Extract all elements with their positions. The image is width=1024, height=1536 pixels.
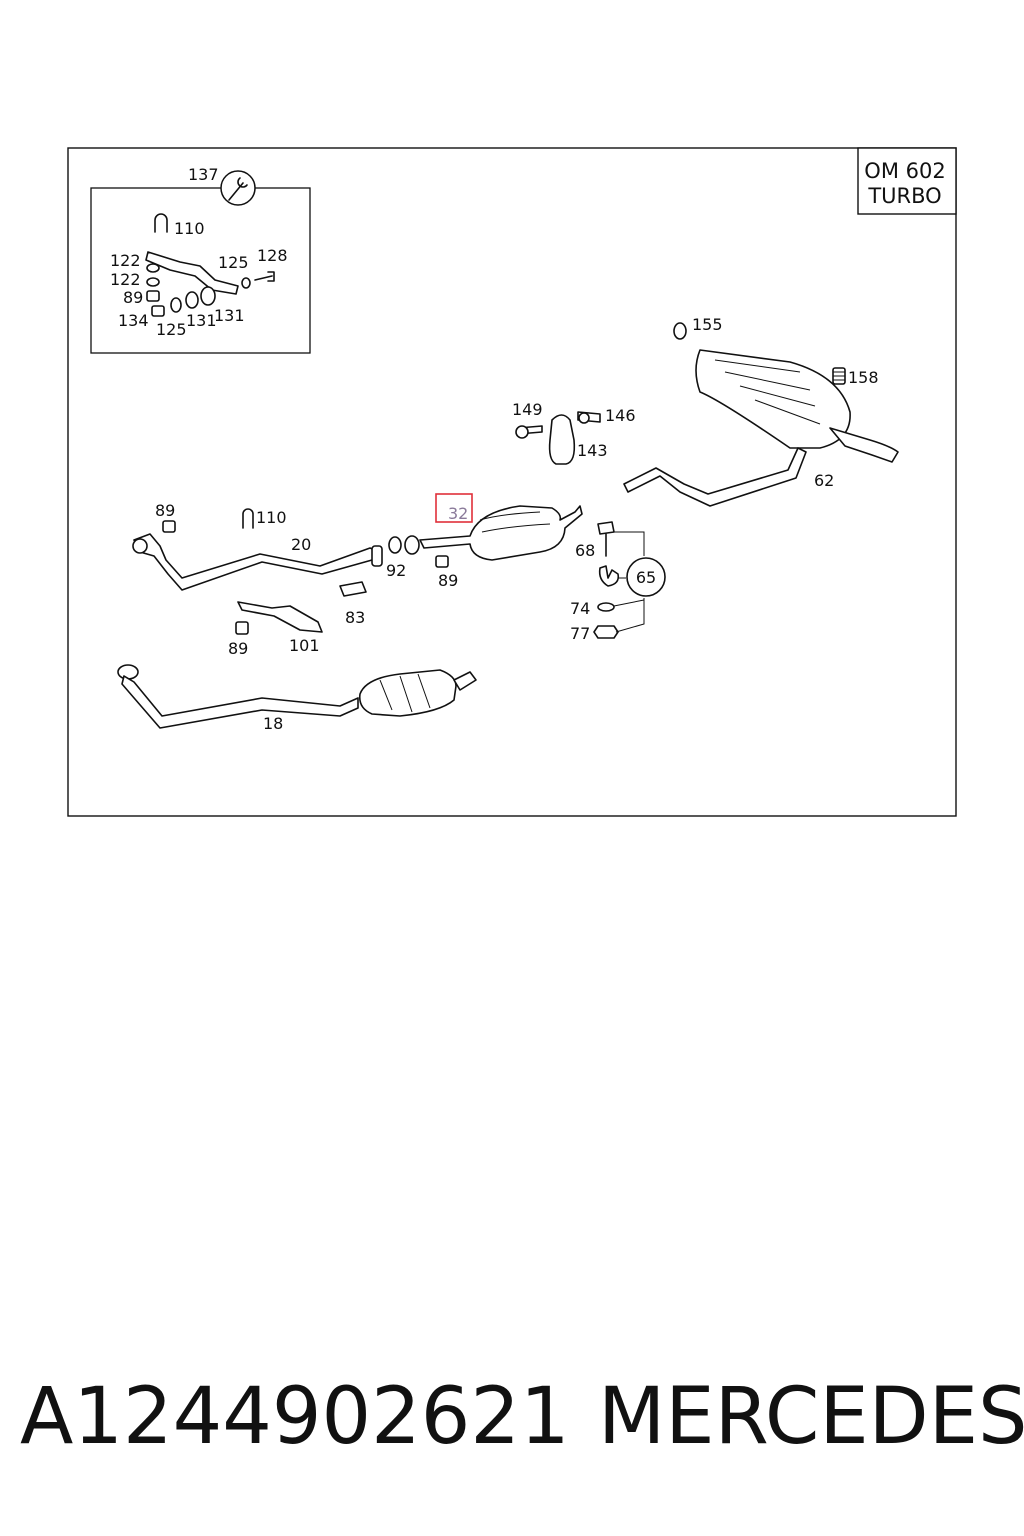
hanger-assembly — [515, 411, 601, 465]
part-label: 110 — [256, 508, 287, 527]
brand-name: MERCEDES — [598, 1372, 1024, 1462]
part-label: 125 — [156, 320, 187, 339]
part-label-65: 65 — [636, 568, 656, 587]
part-label: 77 — [570, 624, 590, 643]
part-label: 20 — [291, 535, 311, 554]
diagram-frame — [67, 147, 957, 817]
part-label: 155 — [692, 315, 723, 334]
centre-muffler — [404, 505, 583, 561]
engine-label-line1: OM 602 — [864, 159, 945, 183]
engine-label-box: OM 602 TURBO — [857, 147, 957, 215]
bracket-icon — [145, 251, 239, 295]
part-label: 110 — [174, 219, 205, 238]
engine-label-line2: TURBO — [867, 184, 941, 208]
bushing-icon — [200, 286, 216, 306]
nut-icon — [146, 290, 160, 302]
part-label: 89 — [228, 639, 248, 658]
part-label: 89 — [155, 501, 175, 520]
part-label: 18 — [263, 714, 283, 733]
part-label: 92 — [386, 561, 406, 580]
part-label: 134 — [118, 311, 149, 330]
small-parts-left — [162, 508, 449, 635]
part-label: 101 — [289, 636, 320, 655]
part-label: 89 — [123, 288, 143, 307]
bushing-icon — [185, 291, 199, 309]
part-label: 122 — [110, 270, 141, 289]
washer-icon — [146, 263, 160, 273]
part-label: 62 — [814, 471, 834, 490]
bolt-icon — [254, 271, 275, 282]
rubber-mount-158 — [832, 367, 846, 385]
rear-muffler — [623, 322, 899, 507]
part-label: 68 — [575, 541, 595, 560]
wrench-icon — [220, 170, 256, 206]
bushing-icon — [170, 297, 182, 313]
part-label: 131 — [214, 306, 245, 325]
mounting-kit-inset: 137 110 122 122 125 128 89 134 125 131 1… — [90, 165, 311, 354]
clamp-hardware: 65 — [593, 521, 666, 639]
part-label: 131 — [186, 311, 217, 330]
highlighted-part-label: 32 — [448, 504, 468, 523]
highlight-box — [435, 493, 473, 523]
part-label: 143 — [577, 441, 608, 460]
part-label: 74 — [570, 599, 590, 618]
tailpipe-link — [623, 447, 807, 507]
u-bolt-icon — [154, 213, 168, 233]
part-label: 83 — [345, 608, 365, 627]
nut-icon — [151, 305, 165, 317]
product-footer: A1244902621 MERCEDES — [0, 1362, 1024, 1472]
catalytic-converter-pipe — [117, 664, 477, 729]
part-label: 149 — [512, 400, 543, 419]
part-label: 158 — [848, 368, 879, 387]
washer-icon — [241, 277, 251, 289]
washer-icon — [146, 277, 160, 287]
part-label: 125 — [218, 253, 249, 272]
front-pipe — [132, 533, 402, 591]
part-number: A1244902621 — [20, 1372, 570, 1462]
part-label: 122 — [110, 251, 141, 270]
part-label: 146 — [605, 406, 636, 425]
part-label: 128 — [257, 246, 288, 265]
part-label: 137 — [188, 165, 219, 184]
part-label: 89 — [438, 571, 458, 590]
